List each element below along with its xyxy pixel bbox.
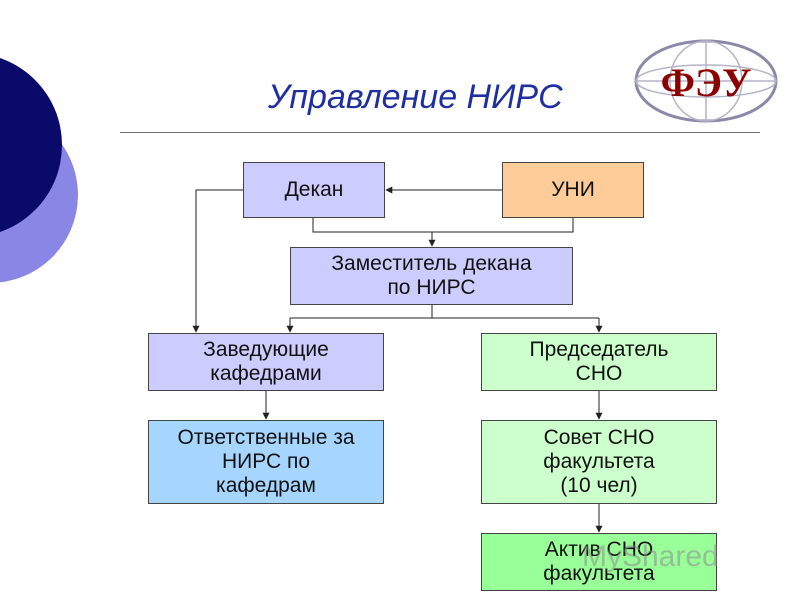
- node-sno-active: Актив СНО факультета: [481, 533, 717, 591]
- node-deputy-dean: Заместитель декана по НИРС: [290, 247, 573, 305]
- node-uni: УНИ: [502, 162, 644, 218]
- arrow-dean-to-heads: [192, 189, 243, 333]
- watermark: MyShared: [582, 540, 719, 573]
- node-dean: Декан: [243, 162, 385, 218]
- node-sno-council: Совет СНО факультета (10 чел): [481, 420, 717, 504]
- feu-logo: ФЭУ: [634, 39, 778, 123]
- node-sno-chair: Председатель СНО: [481, 333, 717, 391]
- node-responsible: Ответственные за НИРС по кафедрам: [148, 420, 384, 504]
- logo-text: ФЭУ: [661, 60, 752, 105]
- dark-circle: [0, 58, 62, 232]
- node-dept-heads: Заведующие кафедрами: [148, 333, 384, 391]
- page-title: Управление НИРС: [268, 78, 563, 116]
- decorative-circles: [0, 58, 78, 283]
- title-divider: [120, 132, 760, 133]
- line-dean-uni-join: [312, 218, 574, 233]
